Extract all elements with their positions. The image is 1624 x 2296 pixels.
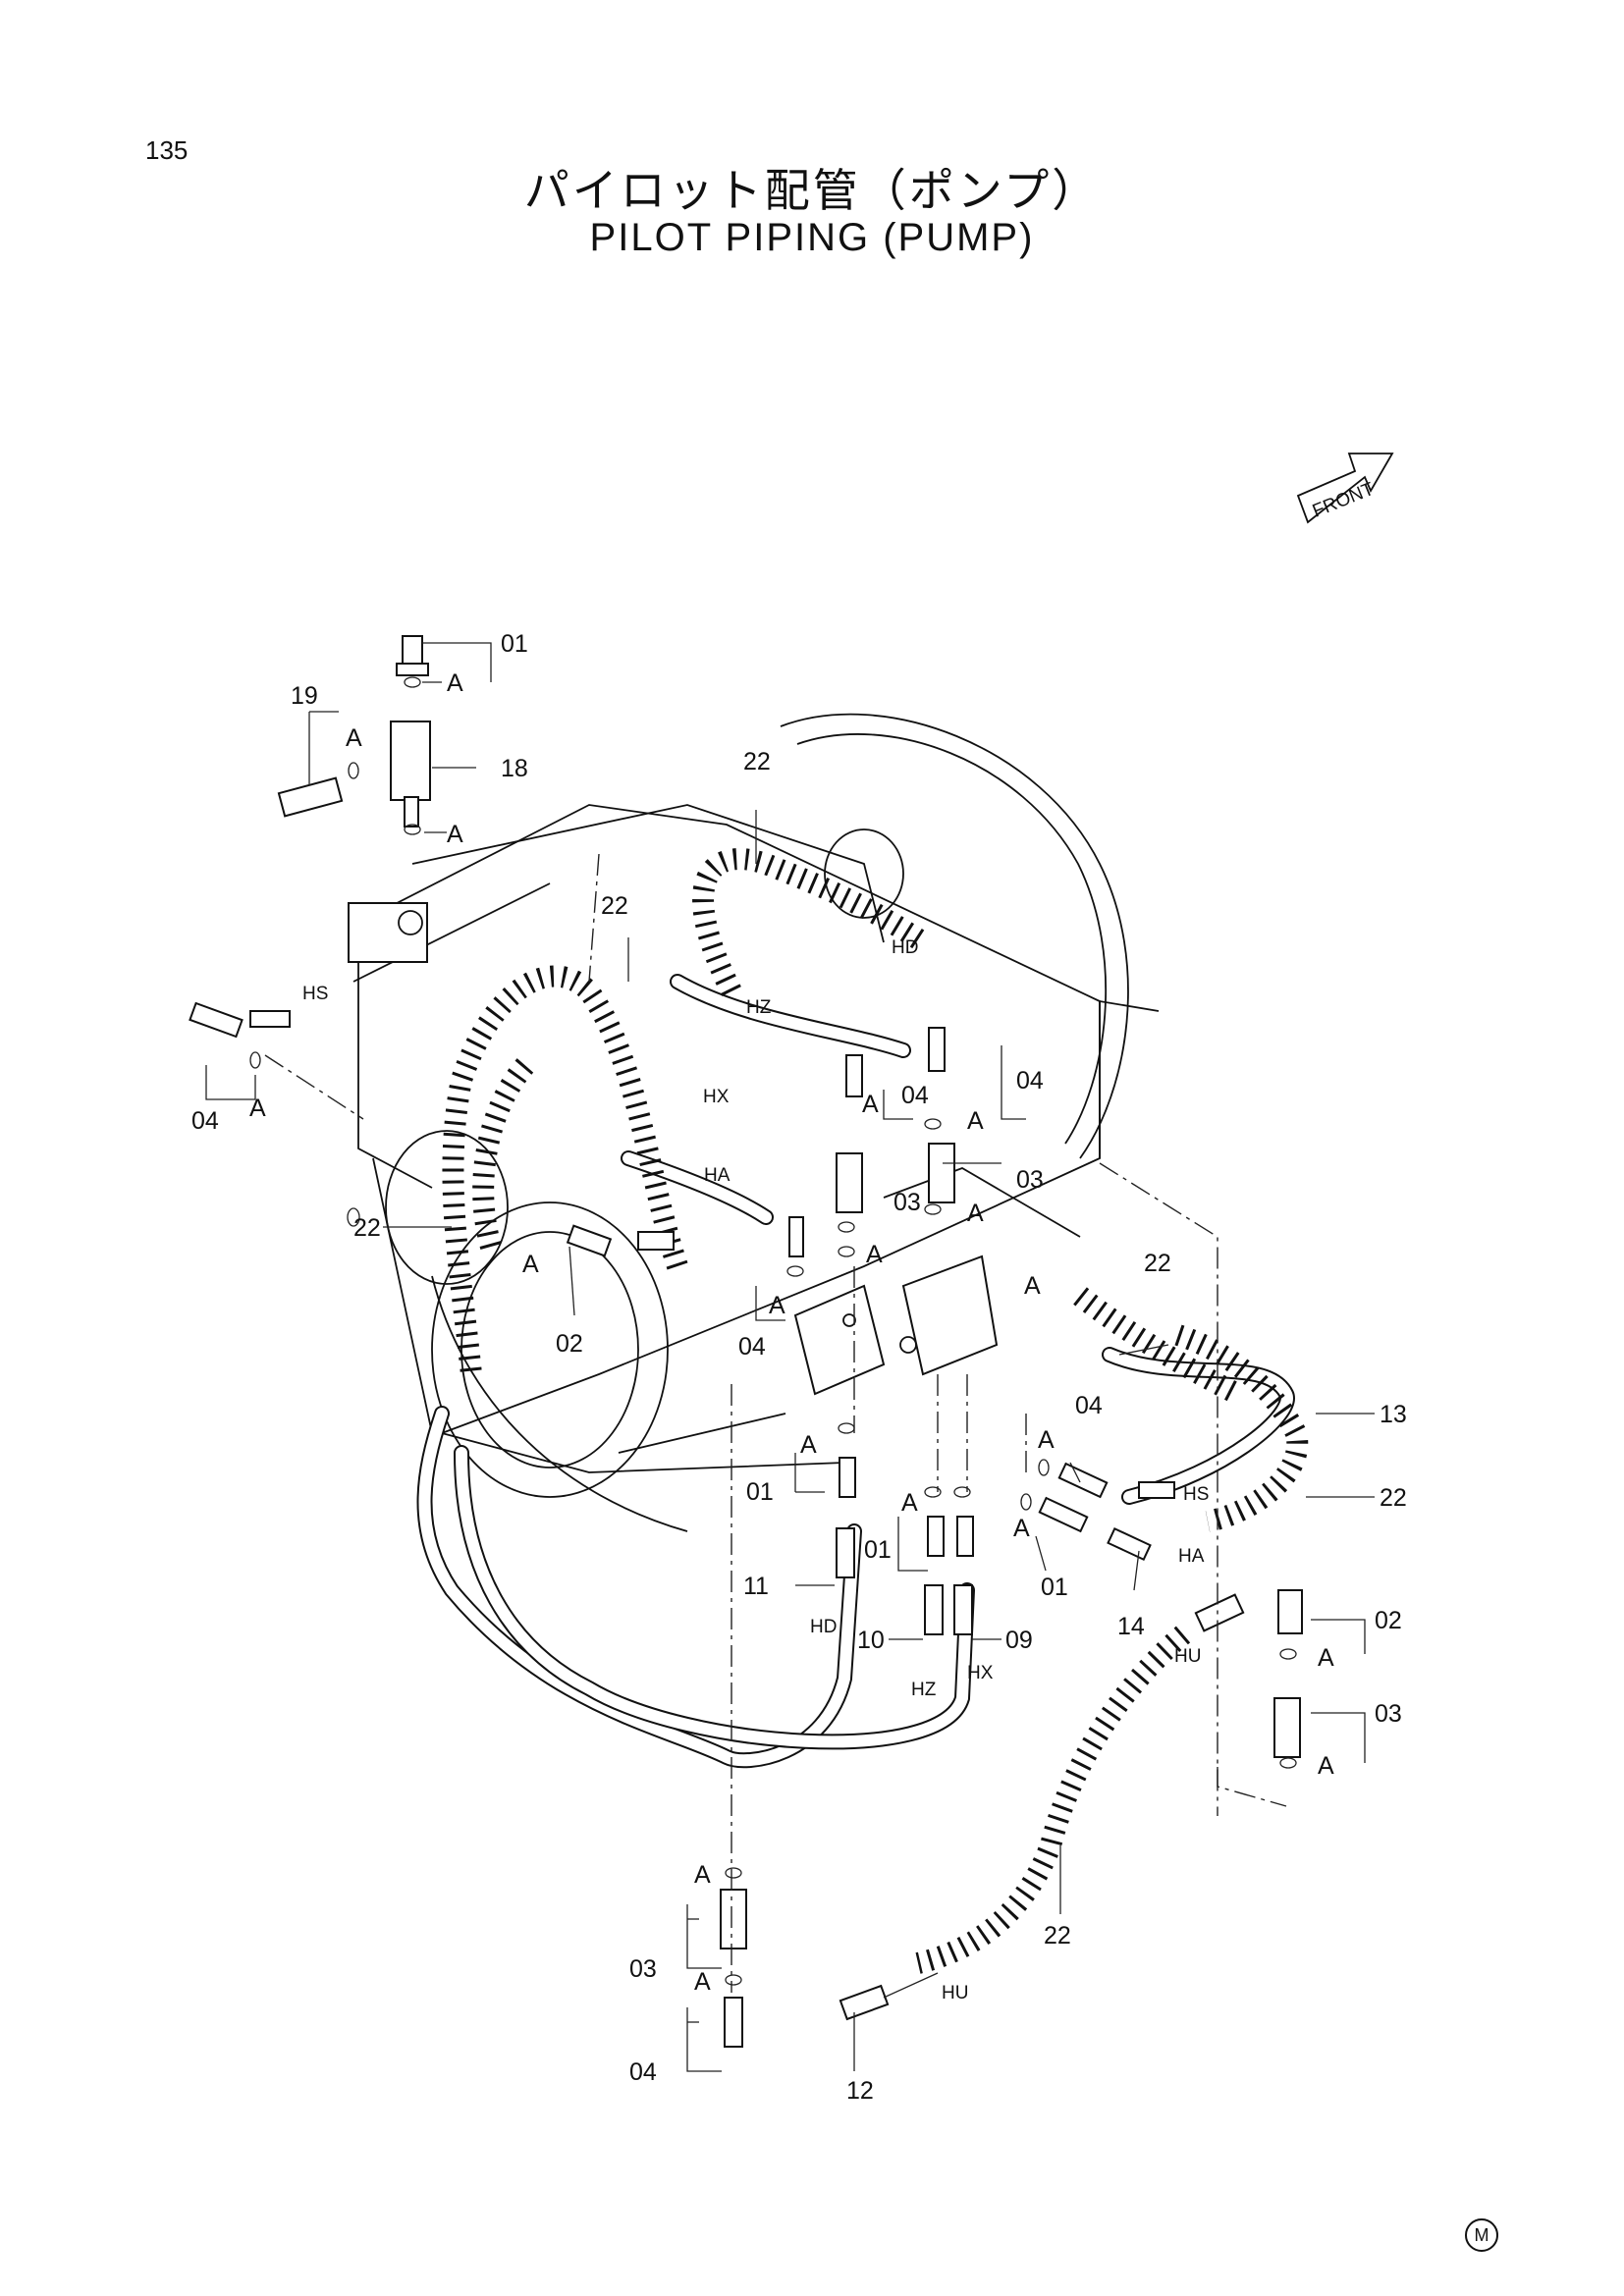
seal-label: A [522,1251,539,1278]
seal-label: A [1013,1515,1030,1542]
part-label: 03 [1375,1700,1402,1728]
seal-label: A [694,1968,711,1996]
o-rings [249,676,1297,1986]
plain-hoses [416,974,1295,1769]
part-label: 01 [501,630,528,658]
port-label: HS [1183,1484,1209,1505]
part-label: 04 [629,2058,657,2086]
port-labels: HD HS HZ HX HA HS HA HD HZ HX HU HU [302,937,1209,2003]
part-label: 01 [1041,1574,1068,1601]
front-arrow-icon: FRONT [1296,453,1394,524]
seal-labels: A A A A A A A A A A A A A A A A A A A [249,669,1334,1996]
part-label: 22 [353,1214,381,1242]
part-label: 10 [857,1627,885,1654]
spiral-hoses [442,848,1309,1974]
part-label: 22 [1380,1484,1407,1512]
part-label: 02 [1375,1607,1402,1634]
part-label: 09 [1005,1627,1033,1654]
seal-label: A [447,821,463,848]
part-labels: 01 19 18 22 22 04 22 02 04 04 04 03 03 2… [191,630,1407,2105]
part-label: 01 [864,1536,892,1564]
part-label: 19 [291,682,318,710]
part-label: 01 [746,1478,774,1506]
pump-assembly-outline [348,713,1160,1532]
port-label: HX [967,1663,994,1683]
seal-label: A [901,1489,918,1517]
seal-label: A [1038,1426,1055,1454]
part-label: 18 [501,755,528,782]
seal-label: A [1318,1644,1334,1672]
port-label: HA [704,1165,731,1186]
seal-label: A [1318,1752,1334,1780]
seal-label: A [862,1091,879,1118]
fittings [189,635,1303,2048]
part-label: 04 [738,1333,766,1361]
seal-label: A [866,1241,883,1268]
port-label: HD [810,1617,837,1637]
part-label: 04 [1016,1067,1044,1095]
part-label: 22 [743,748,771,775]
seal-label: A [769,1292,785,1319]
seal-label: A [800,1431,817,1459]
seal-label: A [249,1095,266,1122]
valve-block [793,1167,1081,1396]
port-label: HX [703,1087,730,1107]
connection-lines [264,853,1287,1993]
part-label: 14 [1117,1613,1145,1640]
seal-label: A [967,1200,984,1227]
part-label: 13 [1380,1401,1407,1428]
leader-lines [205,642,1375,2072]
title-english: PILOT PIPING (PUMP) [589,216,1035,259]
part-label: 22 [1144,1250,1171,1277]
seal-label: A [1024,1272,1041,1300]
seal-label: A [967,1107,984,1135]
part-label: 03 [629,1955,657,1983]
part-label: 04 [191,1107,219,1135]
port-label: HU [1174,1646,1201,1667]
part-label: 04 [901,1082,929,1109]
page-number: 135 [145,135,189,165]
part-label: 03 [893,1189,921,1216]
part-label: 22 [601,892,628,920]
port-label: HS [302,984,328,1004]
part-label: 02 [556,1330,583,1358]
front-label: FRONT [1310,479,1378,522]
part-label: 12 [846,2077,874,2105]
part-label: 11 [743,1573,769,1600]
part-label: 22 [1044,1922,1071,1949]
seal-label: A [694,1861,711,1889]
port-label: HU [942,1983,968,2003]
port-label: HZ [746,997,772,1018]
seal-label: A [346,724,362,752]
title-japanese: パイロット配管（ポンプ） [523,164,1101,217]
part-label: 03 [1016,1166,1044,1194]
copyright-mark: M [1465,2218,1498,2252]
port-label: HZ [911,1680,937,1700]
part-label: 04 [1075,1392,1103,1419]
port-label: HA [1178,1546,1205,1567]
port-label: HD [892,937,918,958]
seal-label: A [447,669,463,697]
